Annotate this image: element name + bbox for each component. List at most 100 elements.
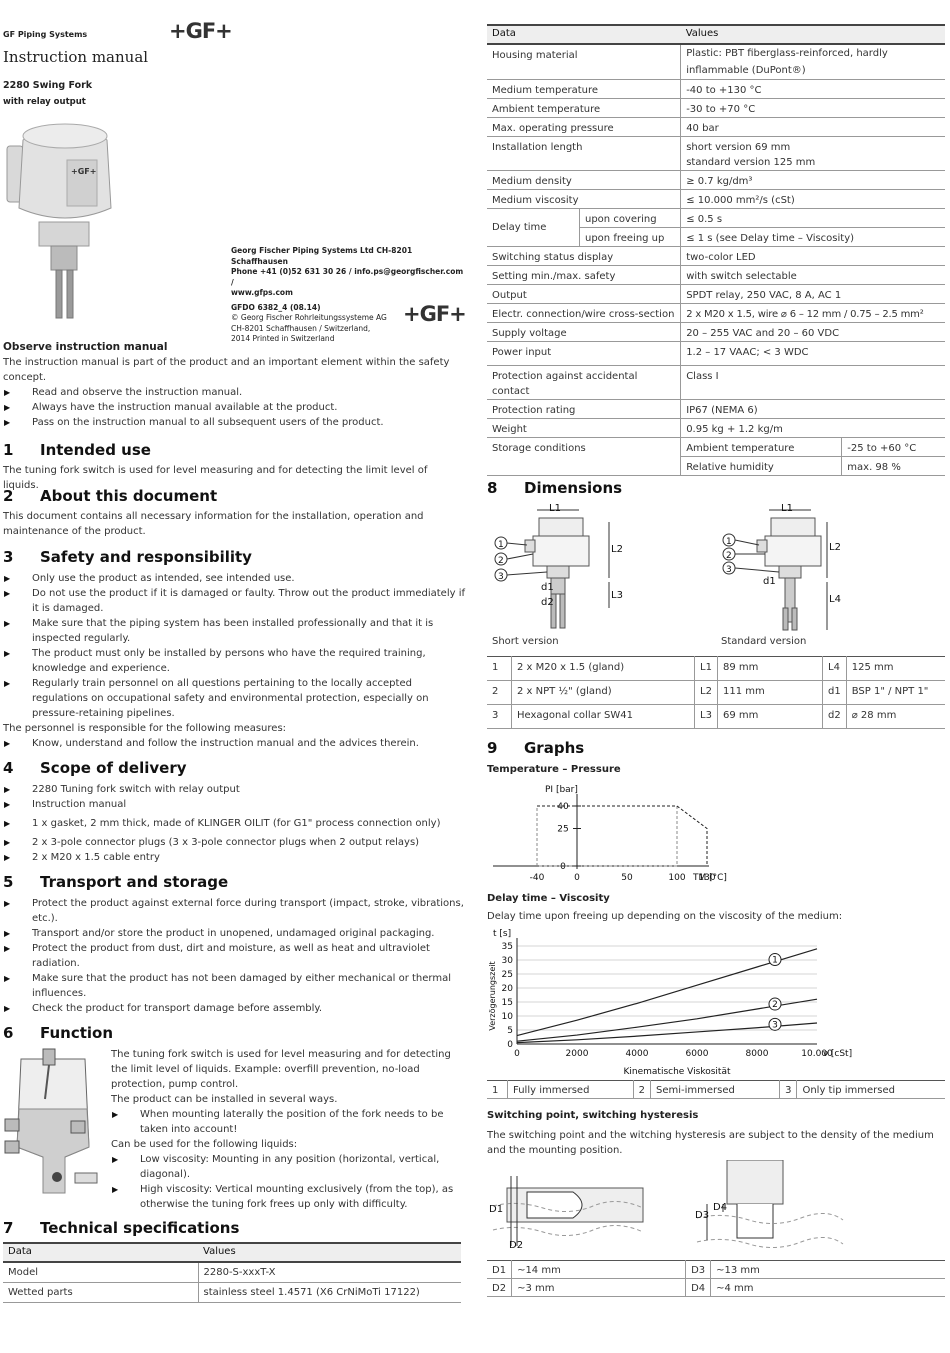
table-cell: two-color LED: [680, 246, 945, 266]
table-cell: ≤ 0.5 s: [680, 208, 945, 228]
table-cell: d1: [822, 680, 847, 705]
table-cell: ≤ 10.000 mm²/s (cSt): [680, 189, 945, 209]
table-cell: Fully immersed: [507, 1080, 634, 1099]
table-cell: 1: [487, 656, 512, 681]
list-item: Only use the product as intended, see in…: [3, 571, 465, 586]
list-item: Check the product for transport damage b…: [3, 1001, 465, 1016]
callout-3: 3: [726, 565, 732, 575]
table-cell: Medium temperature: [487, 79, 681, 99]
table-cell: IP67 (NEMA 6): [680, 399, 945, 419]
list-item: The product must only be installed by pe…: [3, 646, 465, 676]
table-cell: 89 mm: [717, 656, 823, 681]
table-cell: 3: [487, 704, 512, 729]
x-tick-label: 8000: [746, 1049, 769, 1059]
table-cell: Only tip immersed: [796, 1080, 945, 1099]
function-text-1: The tuning fork switch is used for level…: [111, 1049, 451, 1090]
table-cell: 1: [487, 1080, 508, 1099]
chart-x-unit: ν [cSt]: [823, 1049, 852, 1059]
section-number: 6: [3, 1024, 14, 1042]
y-tick-label: 25: [557, 825, 568, 835]
table-cell: Ambient temperature: [680, 437, 842, 457]
list-item: Read and observe the instruction manual.: [3, 385, 465, 400]
table-cell: Semi-immersed: [649, 1080, 780, 1099]
table-cell: Hexagonal collar SW41: [511, 704, 695, 729]
table-cell: 111 mm: [717, 680, 823, 705]
section-number: 8: [487, 479, 498, 497]
imprint-printed: 2014 Printed in Switzerland: [231, 334, 335, 343]
short-version-drawing: L1 L2 L3 1 2 3 d1 d2: [494, 503, 623, 629]
function-text-2: The product can be installed in several …: [111, 1094, 338, 1105]
section-title: Safety and responsibility: [40, 548, 252, 566]
table-cell: L1: [694, 656, 718, 681]
x-tick-label: 130: [698, 873, 715, 883]
table-cell: ~3 mm: [511, 1278, 686, 1297]
chart-region: [536, 805, 678, 867]
table-cell: Housing material: [487, 44, 681, 80]
function-installation-image: [4, 1048, 98, 1194]
table-cell: ≤ 1 s (see Delay time – Viscosity): [680, 227, 945, 247]
y-tick-label: 35: [502, 942, 513, 952]
imprint-address: CH-8201 Schaffhausen / Switzerland,: [231, 323, 371, 333]
series-label-1: 1: [772, 956, 778, 966]
table-cell: upon freeing up: [578, 227, 681, 247]
imprint-web[interactable]: www.gfps.com: [231, 288, 293, 297]
section-number: 7: [3, 1219, 14, 1237]
y-tick-label: 15: [502, 998, 513, 1008]
section-number: 4: [3, 759, 14, 777]
x-tick-label: 50: [621, 873, 633, 883]
chart-y-unit: t [s]: [493, 929, 511, 939]
table-cell: -25 to +60 °C: [841, 437, 945, 457]
y-tick-label: 0: [507, 1040, 513, 1050]
section-note: The personnel is responsible for the fol…: [3, 723, 287, 734]
graph-hysteresis-title: Switching point, switching hysteresis: [487, 1110, 699, 1121]
hysteresis-table: D1 ~14 mm D3 ~13 mm D2 ~3 mm D4 ~4 mm: [487, 1260, 945, 1297]
table-row: Medium temperature-40 to +130 °C: [487, 79, 945, 99]
y-tick-label: 10: [502, 1012, 514, 1022]
table-cell: Installation length: [487, 136, 681, 171]
table-cell: 2: [487, 680, 512, 705]
table-row: 2 2 x NPT ½" (gland) L2 111 mm d1 BSP 1"…: [487, 680, 945, 705]
section-title: Transport and storage: [40, 873, 229, 891]
series-marker-3: [768, 1017, 782, 1031]
table-cell: Relative humidity: [680, 456, 842, 476]
x-tick-label: -40: [530, 873, 545, 883]
table-cell: ~14 mm: [511, 1260, 686, 1279]
y-tick-label: 5: [507, 1026, 513, 1036]
table-cell: D4: [685, 1278, 711, 1297]
graph-delay-text: Delay time upon freeing up depending on …: [487, 911, 843, 922]
callout-3: 3: [498, 572, 504, 582]
x-tick-label: 2000: [566, 1049, 589, 1059]
table-cell: Plastic: PBT fiberglass-reinforced, hard…: [680, 44, 945, 80]
table-cell: max. 98 %: [841, 456, 945, 476]
section-title: Technical specifications: [40, 1219, 240, 1237]
cell-line: standard version 125 mm: [686, 157, 816, 168]
table-cell: 1.2 – 17 VAAC; < 3 WDC: [680, 341, 945, 366]
imprint-copyright: © Georg Fischer Rohrleitungssysteme AG: [231, 313, 387, 322]
y-tick-label: 20: [502, 984, 514, 994]
section-number: 5: [3, 873, 14, 891]
list-item: Pass on the instruction manual to all su…: [3, 415, 465, 430]
imprint-company: Georg Fischer Piping Systems Ltd CH-8201…: [231, 246, 413, 266]
product-title: 2280 Swing Fork: [3, 80, 93, 91]
chart-y-label: Verzögerungszeit: [488, 961, 497, 1030]
graph-delay-title: Delay time – Viscosity: [487, 893, 610, 904]
series-label-2: 2: [772, 1000, 778, 1010]
table-cell: SPDT relay, 250 VAC, 8 A, AC 1: [680, 284, 945, 304]
list-item: Regularly train personnel on all questio…: [3, 676, 465, 721]
chart-x-label: TM [°C]: [692, 873, 727, 883]
table-cell: D2: [487, 1278, 512, 1297]
table-cell: ⌀ 28 mm: [845, 704, 945, 729]
table-cell: Medium viscosity: [487, 189, 681, 209]
chart-y-label: PI [bar]: [545, 785, 578, 795]
document-title: Instruction manual: [3, 48, 149, 66]
section-number: 2: [3, 487, 14, 505]
